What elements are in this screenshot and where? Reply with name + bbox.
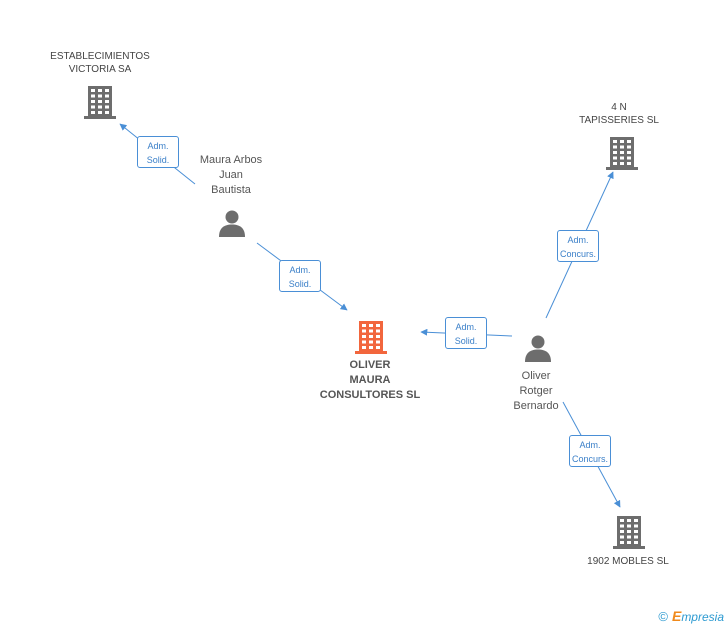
node-label-line: CONSULTORES SL <box>319 389 421 401</box>
footer: © Empresia <box>658 608 724 624</box>
edge-role-text: Solid. <box>288 279 312 289</box>
edge-role-badge[interactable]: Adm. Concurs. <box>557 230 599 262</box>
edge-role-badge[interactable]: Adm. Solid. <box>445 317 487 349</box>
node-label-establecimientos[interactable]: ESTABLECIMIENTOS VICTORIA SA <box>50 50 150 76</box>
node-label-mobles[interactable]: 1902 MOBLES SL <box>587 555 669 568</box>
edge-role-text: Adm. <box>289 265 311 275</box>
building-icon[interactable] <box>355 320 387 359</box>
node-label-line: Oliver <box>521 370 551 382</box>
node-label-line: Rotger <box>519 385 553 397</box>
edge-role-badge[interactable]: Adm. Solid. <box>137 136 179 168</box>
node-label-line: Bautista <box>211 184 251 196</box>
node-label-line: MAURA <box>349 374 391 386</box>
node-label-line: ESTABLECIMIENTOS <box>50 51 150 62</box>
edge-role-text: Solid. <box>454 336 478 346</box>
edge-role-text: Adm. <box>567 235 589 245</box>
edge-role-text: Adm. <box>455 322 477 332</box>
node-label-tapisseries[interactable]: 4 N TAPISSERIES SL <box>579 101 659 127</box>
copyright-symbol: © <box>658 608 668 624</box>
node-label-line: 4 N <box>611 102 627 113</box>
brand-logo-initial: E <box>671 608 682 624</box>
edge-role-text: Solid. <box>146 155 170 165</box>
building-icon[interactable] <box>613 515 645 554</box>
edge-role-text: Concurs. <box>559 249 596 259</box>
edge-role-badge[interactable]: Adm. Concurs. <box>569 435 611 467</box>
person-icon[interactable] <box>524 334 552 367</box>
building-icon[interactable] <box>84 85 116 124</box>
edge-role-text: Adm. <box>147 141 169 151</box>
node-label-line: Maura Arbos <box>199 154 263 166</box>
brand-logo[interactable]: Empresia <box>672 608 724 624</box>
edge-role-text: Concurs. <box>571 454 608 464</box>
node-label-oliver-maura[interactable]: OLIVER MAURA CONSULTORES SL <box>320 358 420 403</box>
edge-role-badge[interactable]: Adm. Solid. <box>279 260 321 292</box>
node-label-line: 1902 MOBLES SL <box>587 556 669 567</box>
node-label-line: OLIVER <box>349 359 391 371</box>
person-icon[interactable] <box>218 209 246 242</box>
node-label-line: VICTORIA SA <box>68 64 132 75</box>
edge-role-text: Adm. <box>579 440 601 450</box>
node-label-line: Juan <box>219 169 243 181</box>
building-icon[interactable] <box>606 136 638 175</box>
brand-logo-rest: mpresia <box>681 610 724 624</box>
node-label-line: TAPISSERIES SL <box>579 115 659 126</box>
node-label-line: Bernardo <box>513 400 559 412</box>
